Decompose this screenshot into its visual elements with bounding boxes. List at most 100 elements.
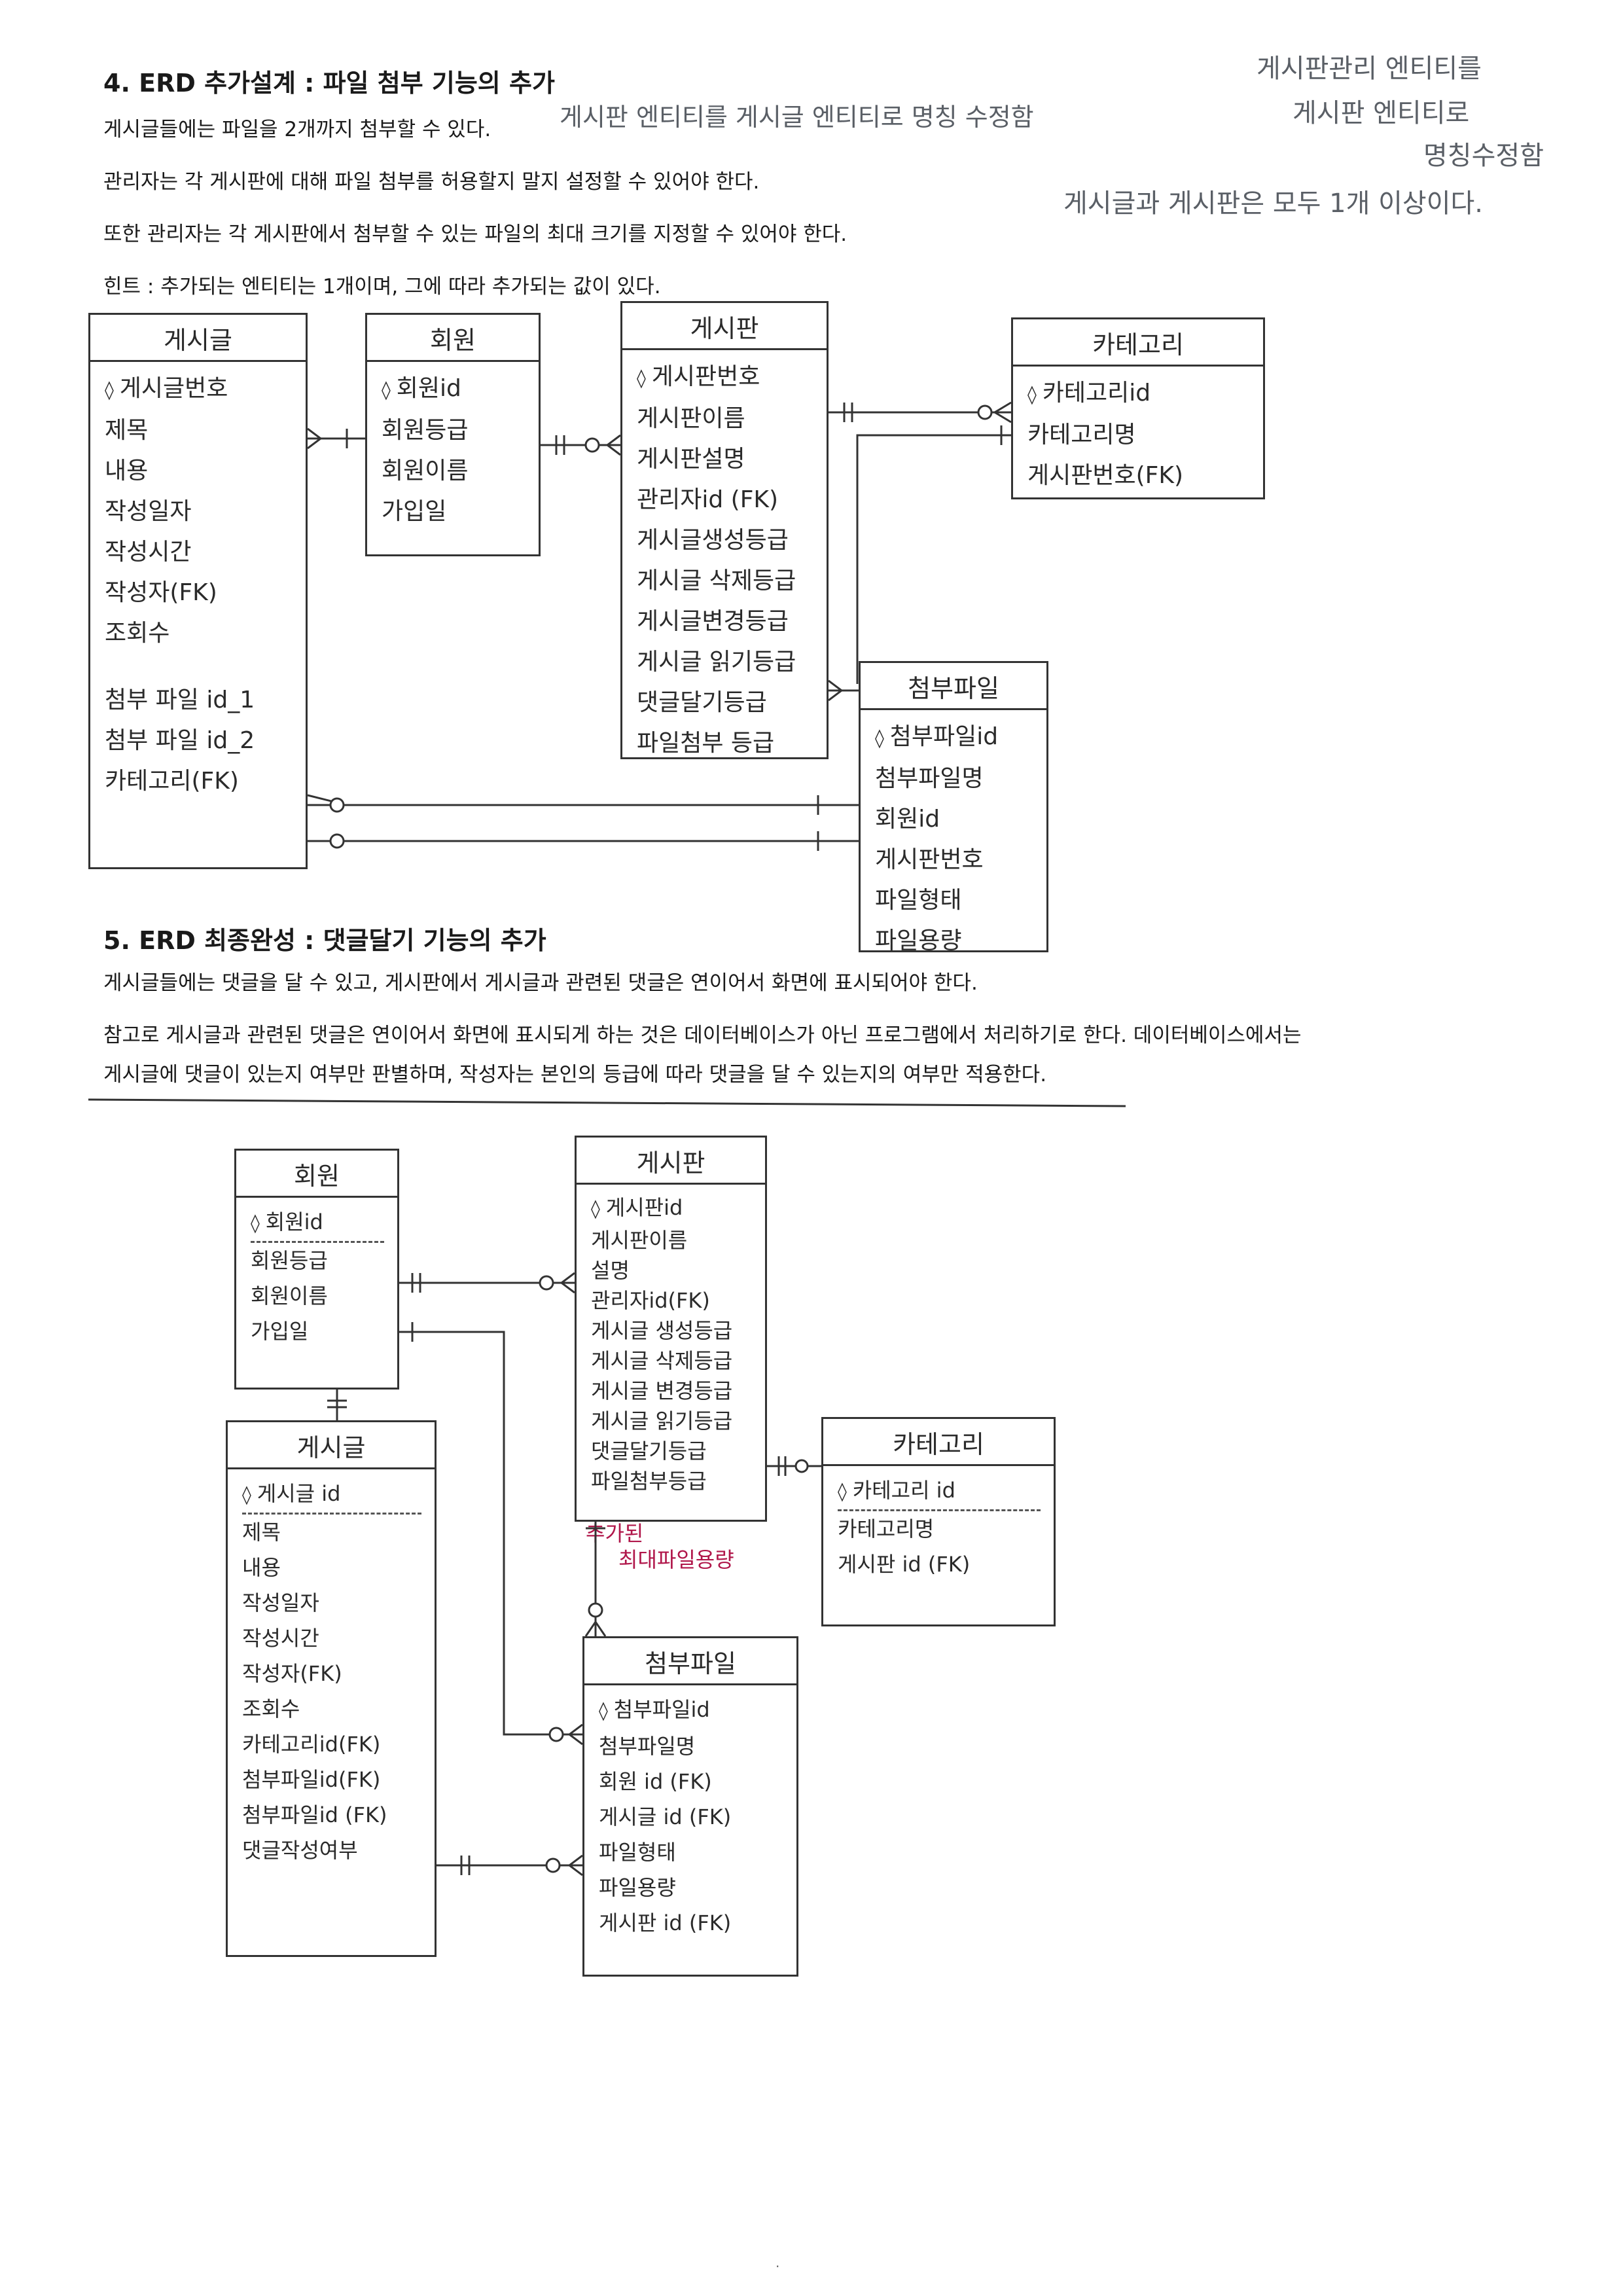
field: 게시글 id (FK) xyxy=(599,1804,732,1829)
field: 게시판이름 xyxy=(591,1228,688,1253)
field: 제목 xyxy=(242,1520,281,1545)
entity-category-s4: 카테고리 카테고리id 카테고리명 게시판번호(FK) xyxy=(1011,317,1265,499)
field: 작성시간 xyxy=(242,1626,319,1651)
field: 게시판번호 xyxy=(875,846,984,873)
field-pk: 게시판id xyxy=(591,1191,765,1225)
field: 첨부 파일 id_2 xyxy=(105,727,255,754)
field: 게시판이름 xyxy=(637,405,745,432)
entity-title: 첨부파일 xyxy=(861,663,1046,710)
entity-title: 카테고리 xyxy=(823,1419,1054,1466)
field: 가입일 xyxy=(251,1319,309,1344)
field: 작성자(FK) xyxy=(242,1661,342,1686)
entity-title: 카테고리 xyxy=(1013,319,1263,367)
field-pk: 첨부파일id xyxy=(875,717,1046,759)
entity-attach-s4: 첨부파일 첨부파일id 첨부파일명 회원id 게시판번호 파일형태 파일용량 xyxy=(859,661,1048,954)
field: 카테고리명 xyxy=(838,1516,935,1541)
added-note-2: 최대파일용량 xyxy=(618,1547,734,1572)
section4-line-1: 게시글들에는 파일을 2개까지 첨부할 수 있다. xyxy=(103,118,491,141)
field: 회원 id (FK) xyxy=(599,1769,712,1794)
section5-line-2: 참고로 게시글과 관련된 댓글은 연이어서 화면에 표시되게 하는 것은 데이터… xyxy=(103,1024,1302,1047)
section4-heading: 4. ERD 추가설계 : 파일 첨부 기능의 추가 xyxy=(103,69,555,98)
zero-mark xyxy=(548,1727,564,1742)
field: 파일용량 xyxy=(599,1875,676,1900)
field: 게시판 id (FK) xyxy=(599,1910,732,1935)
crow-foot xyxy=(584,1620,607,1637)
crow-foot xyxy=(560,1272,575,1294)
zero-mark xyxy=(977,404,993,420)
field: 회원등급 xyxy=(251,1248,328,1273)
field: 작성일자 xyxy=(242,1590,319,1615)
field: 가입일 xyxy=(382,498,447,525)
section4-line-3: 또한 관리자는 각 게시판에서 첨부할 수 있는 파일의 최대 크기를 지정할 … xyxy=(103,223,847,246)
entity-title: 게시판 xyxy=(577,1138,765,1185)
crow-foot xyxy=(567,1723,583,1746)
field: 회원id xyxy=(875,806,940,833)
field: 파일형태 xyxy=(875,887,962,914)
field-pk: 첨부파일id xyxy=(599,1692,796,1729)
field: 제목 xyxy=(105,417,149,444)
entity-board-s4: 게시판 게시판번호 게시판이름 게시판설명 관리자id (FK) 게시글생성등급… xyxy=(620,301,829,759)
zero-mark xyxy=(329,797,345,813)
zero-mark xyxy=(584,437,600,453)
crow-foot xyxy=(307,427,323,450)
field: 댓글달기등급 xyxy=(591,1439,707,1463)
field: 첨부파일id (FK) xyxy=(242,1803,387,1827)
handnote-board-2: 게시판 엔티티로 xyxy=(1293,98,1470,128)
field: 회원이름 xyxy=(382,457,469,484)
entity-title: 회원 xyxy=(236,1151,397,1198)
field-pk: 회원id xyxy=(251,1204,384,1243)
field: 게시글변경등급 xyxy=(637,608,789,635)
field: 파일첨부등급 xyxy=(591,1469,707,1494)
field-pk: 카테고리 id xyxy=(838,1473,1041,1511)
entity-title: 게시글 xyxy=(90,315,306,362)
field: 첨부 파일 id_1 xyxy=(105,687,255,713)
entity-title: 첨부파일 xyxy=(584,1638,796,1685)
field: 게시판번호(FK) xyxy=(1027,462,1184,489)
field-pk: 게시글번호 xyxy=(105,368,306,410)
handnote-board-1: 게시판관리 엔티티를 xyxy=(1257,54,1482,84)
entity-category-s5: 카테고리 카테고리 id 카테고리명 게시판 id (FK) xyxy=(821,1417,1056,1626)
field: 파일형태 xyxy=(599,1840,676,1865)
field-pk: 게시판번호 xyxy=(637,357,827,399)
field: 설명 xyxy=(591,1258,630,1283)
handnote-cardinality: 게시글과 게시판은 모두 1개 이상이다. xyxy=(1063,188,1484,219)
field: 게시글 삭제등급 xyxy=(591,1348,733,1373)
zero-mark xyxy=(539,1275,554,1291)
rel-category-attach xyxy=(856,434,1011,684)
entity-post-s4: 게시글 게시글번호 제목 내용 작성일자 작성시간 작성자(FK) 조회수 첨부… xyxy=(88,313,308,869)
field: 파일용량 xyxy=(875,927,962,954)
field: 회원이름 xyxy=(251,1283,328,1308)
crow-foot xyxy=(828,679,844,702)
section5-line-3: 게시글에 댓글이 있는지 여부만 판별하며, 작성자는 본인의 등급에 따라 댓… xyxy=(103,1063,1047,1086)
entity-attach-s5: 첨부파일 첨부파일id 첨부파일명 회원 id (FK) 게시글 id (FK)… xyxy=(582,1636,798,1977)
field-pk: 회원id xyxy=(382,368,539,410)
field: 관리자id(FK) xyxy=(591,1288,710,1313)
field-pk: 카테고리id xyxy=(1027,373,1263,415)
handnote-board-3: 명칭수정함 xyxy=(1423,141,1544,171)
field: 내용 xyxy=(105,457,149,484)
crow-foot xyxy=(605,434,621,456)
field: 파일첨부 등급 xyxy=(637,730,775,757)
entity-title: 게시판 xyxy=(622,303,827,350)
field: 게시글 변경등급 xyxy=(591,1378,733,1403)
underline xyxy=(88,1098,1126,1107)
field: 게시글 읽기등급 xyxy=(591,1408,733,1433)
field: 첨부파일명 xyxy=(599,1734,696,1759)
field: 카테고리id(FK) xyxy=(242,1732,381,1757)
field: 게시판 id (FK) xyxy=(838,1552,971,1577)
zero-mark xyxy=(329,833,345,849)
zero-mark xyxy=(588,1602,603,1618)
handnote-rename-post: 게시판 엔티티를 게시글 엔티티로 명칭 수정함 xyxy=(560,103,1034,132)
crow-foot xyxy=(993,401,1012,423)
field: 작성일자 xyxy=(105,498,192,525)
field: 회원등급 xyxy=(382,417,469,444)
section4-line-4: 힌트 : 추가되는 엔티티는 1개이며, 그에 따라 추가되는 값이 있다. xyxy=(103,275,661,298)
field: 게시글 삭제등급 xyxy=(637,567,796,594)
page-mark: . xyxy=(776,2255,780,2270)
entity-title: 게시글 xyxy=(228,1422,435,1469)
section5-heading: 5. ERD 최종완성 : 댓글달기 기능의 추가 xyxy=(103,926,546,955)
zero-mark xyxy=(794,1459,809,1473)
field: 게시판설명 xyxy=(637,446,745,473)
entity-board-s5: 게시판 게시판id 게시판이름 설명 관리자id(FK) 게시글 생성등급 게시… xyxy=(575,1136,767,1522)
